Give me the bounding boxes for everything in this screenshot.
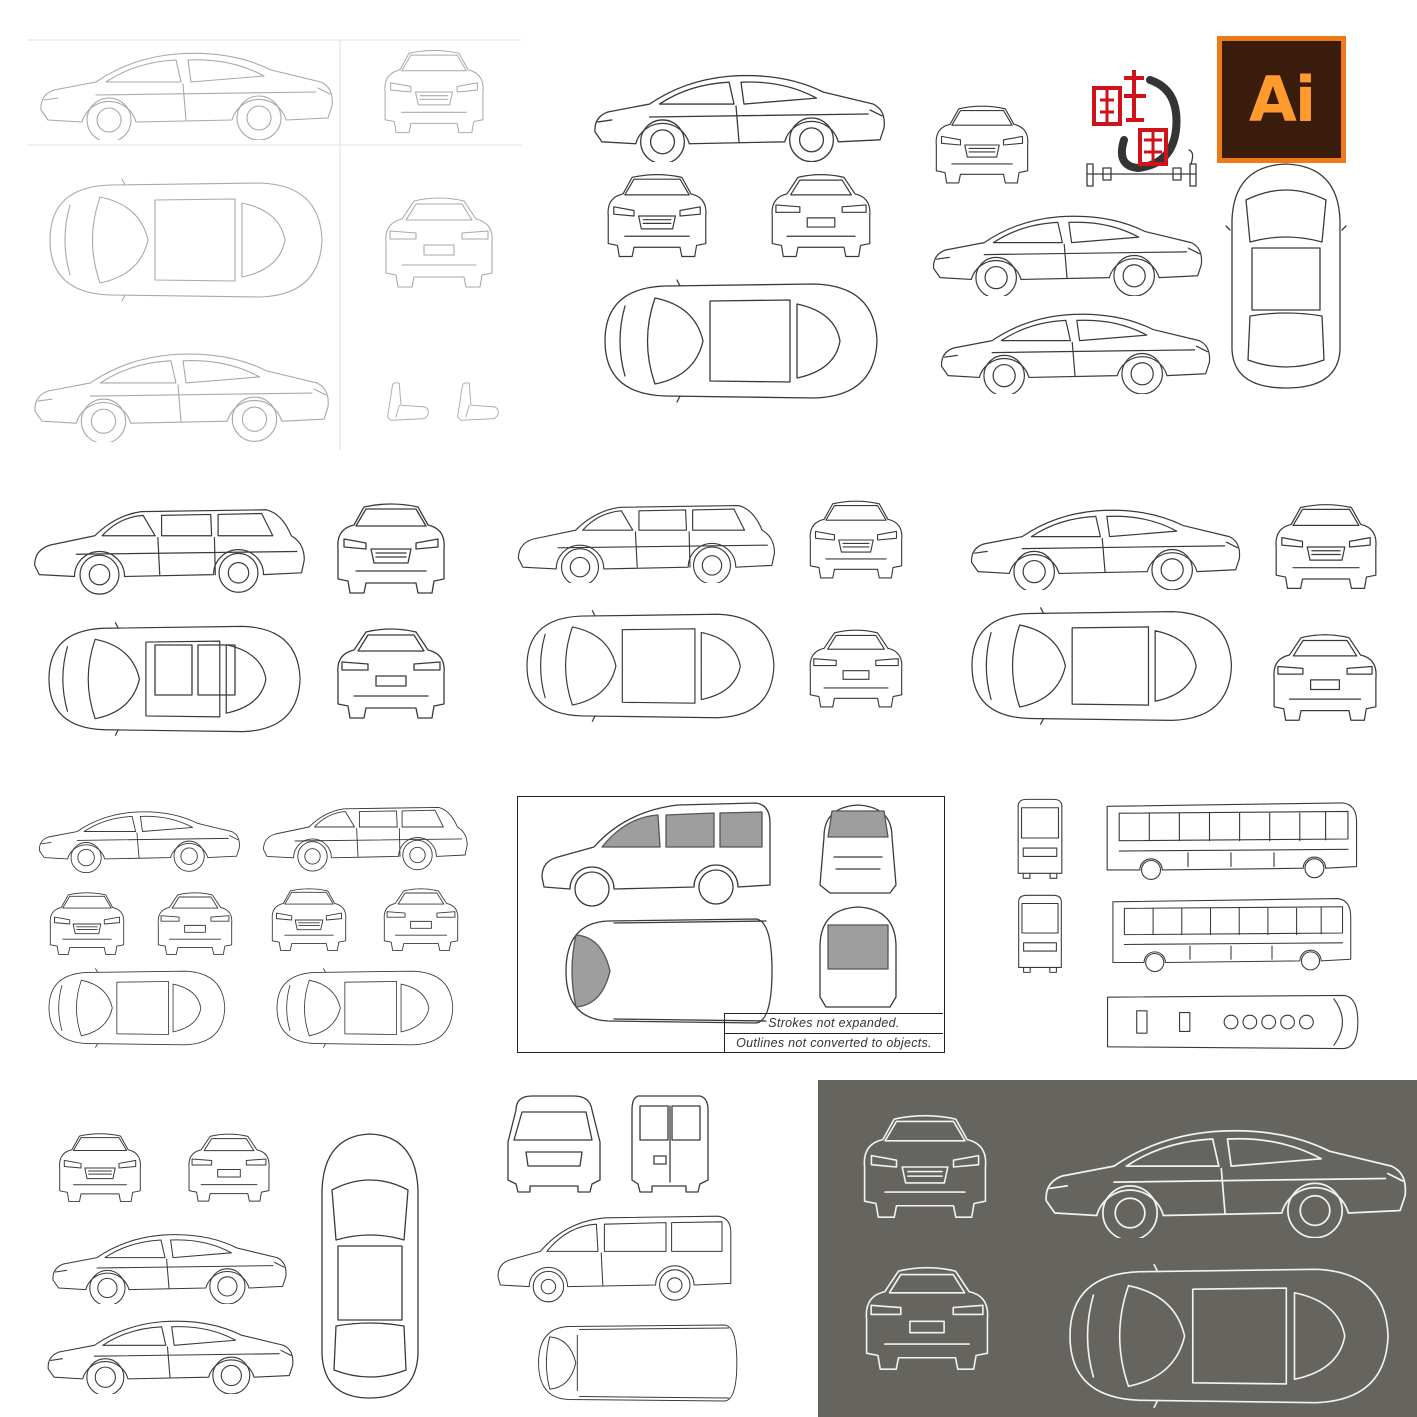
- axle-diagram: [1086, 149, 1197, 187]
- bus-blueprint: [1017, 798, 1359, 1050]
- sedan-row4-blueprint-panel: [42, 1130, 422, 1400]
- van-blueprint: [541, 802, 897, 1024]
- note-strokes: Strokes not expanded.: [768, 1016, 900, 1030]
- axle-diagram-panel: [1083, 149, 1200, 192]
- compact-cars-blueprint-panel: [36, 792, 476, 1052]
- bus-blueprint-panel: [1008, 796, 1376, 1052]
- sedan-top-view-vertical: [1225, 163, 1347, 389]
- sprinter-van-blueprint: [497, 1095, 738, 1402]
- sedan-light-blueprint: [27, 39, 522, 451]
- sedan-row4-blueprint: [47, 1133, 419, 1399]
- adobe-illustrator-icon: Ai: [1217, 36, 1346, 163]
- suv-blueprint-panel: [30, 495, 460, 745]
- wagon-blueprint-panel: [510, 495, 925, 730]
- wagon-blueprint: [517, 500, 903, 722]
- sedan-light-blueprint-panel: [27, 39, 522, 451]
- van-blueprint-frame: Strokes not expanded. Outlines not conve…: [517, 796, 945, 1053]
- sedan-row2-blueprint: [970, 504, 1377, 725]
- note-outlines: Outlines not converted to objects.: [725, 1033, 943, 1053]
- sports-sedan-blueprint-panel: [590, 62, 890, 412]
- red-seal-stamp-icon: [1080, 60, 1200, 190]
- compact-cars-blueprint: [38, 806, 468, 1048]
- export-notes-box: Strokes not expanded. Outlines not conve…: [724, 1013, 943, 1052]
- sprinter-van-blueprint-panel: [492, 1092, 768, 1407]
- sedan-top-view-vertical-panel: [1225, 160, 1347, 392]
- ai-badge-label: Ai: [1222, 41, 1341, 158]
- dark-blueprint-panel: [818, 1080, 1417, 1417]
- sports-sedan-blueprint: [594, 74, 885, 403]
- dark-sedan-blueprint: [863, 1114, 1407, 1409]
- suv-blueprint: [33, 503, 445, 736]
- sedan-row2-blueprint-panel: [960, 498, 1400, 733]
